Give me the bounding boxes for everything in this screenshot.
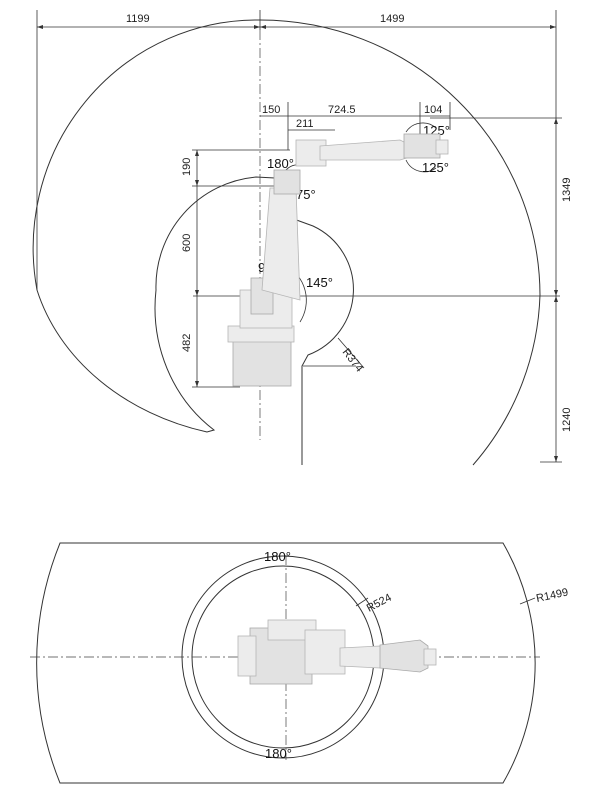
- dim-150: 150: [262, 104, 280, 116]
- left-height-dimensions: 190 600 482: [181, 149, 290, 388]
- angle-j2-145: 145°: [306, 275, 333, 290]
- top-dimension-lines: 1199 1499: [36, 10, 557, 290]
- side-view: 1199 1499 R374 190 600 482: [32, 10, 573, 466]
- outer-workspace-envelope: [32, 19, 541, 466]
- angle-j4-down: 125°: [422, 160, 449, 175]
- bottom-angle-180: 180°: [265, 746, 292, 761]
- angle-j3-75: 75°: [296, 187, 316, 202]
- dim-104: 104: [424, 104, 442, 116]
- dim-1349: 1349: [561, 178, 573, 202]
- angle-j3-180: 180°: [267, 156, 294, 171]
- top-view-envelope: [36, 542, 536, 784]
- top-view: 180° 180° R524 R1499: [30, 542, 569, 784]
- dim-r1499: R1499: [535, 586, 569, 604]
- arm-dimensions: 150 724.5 104 211: [260, 102, 451, 150]
- dim-482: 482: [181, 334, 193, 352]
- dim-724-5: 724.5: [328, 104, 356, 116]
- right-height-dimensions: 1349 1240: [430, 30, 573, 463]
- dim-1240: 1240: [561, 408, 573, 432]
- top-angle-180: 180°: [264, 549, 291, 564]
- dim-r374: R374: [340, 346, 366, 374]
- dim-190: 190: [181, 158, 193, 176]
- dim-1499: 1499: [380, 13, 404, 25]
- robot-top-silhouette: [237, 619, 437, 685]
- dim-600: 600: [181, 234, 193, 252]
- inner-workspace-envelope: [290, 217, 354, 465]
- dim-1199: 1199: [126, 13, 150, 25]
- dim-211: 211: [296, 118, 314, 130]
- dim-r524: R524: [365, 592, 394, 615]
- robot-side-silhouette: [227, 133, 449, 387]
